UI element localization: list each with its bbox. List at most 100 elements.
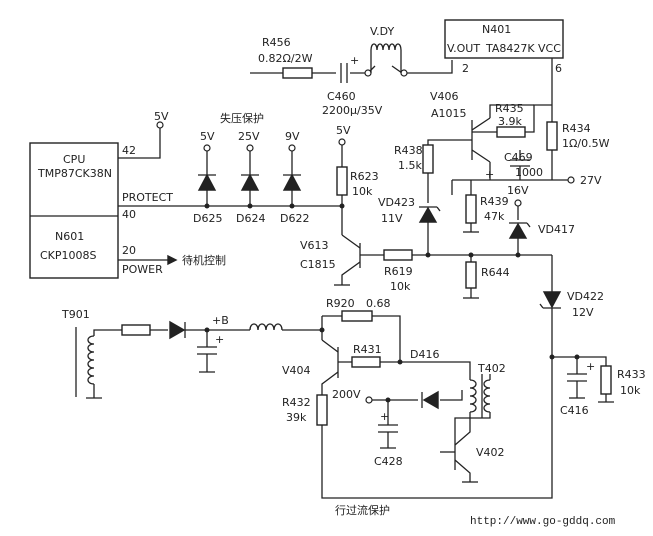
r456-c460-vdy-branch: + xyxy=(250,43,453,83)
t901-supply: + xyxy=(75,320,322,399)
d624-diode xyxy=(240,173,260,191)
r439-value: 47k xyxy=(484,210,505,223)
cpu-pin-wiring xyxy=(118,121,342,266)
r434-resistor xyxy=(546,121,558,151)
r623-label: R623 xyxy=(350,170,379,183)
v402-label: V402 xyxy=(476,446,505,459)
r435-value: 3.9k xyxy=(498,115,522,128)
r920-label: R920 xyxy=(326,297,355,310)
r439-label: R439 xyxy=(480,195,509,208)
source-url: http://www.go-gddq.com xyxy=(470,516,616,528)
d624-label: D624 xyxy=(236,212,265,225)
cpu-part: TMP87CK38N xyxy=(37,167,112,180)
c460-label: C460 xyxy=(327,90,356,103)
rail-16v: 16V xyxy=(507,184,529,197)
r434-value: 1Ω/0.5W xyxy=(562,137,610,150)
r432-resistor xyxy=(316,394,328,426)
c460-value: 2200μ/35V xyxy=(322,104,383,117)
vd423-value: 11V xyxy=(381,212,403,225)
r431-label: R431 xyxy=(353,343,382,356)
cpu-pin20: 20 xyxy=(122,244,136,257)
v613-label: V613 xyxy=(300,239,329,252)
r439-resistor xyxy=(465,194,477,224)
r434-label: R434 xyxy=(562,122,591,135)
standby-control-label: 待机控制 xyxy=(182,253,226,267)
r431-resistor xyxy=(351,356,381,368)
v406-label: V406 xyxy=(430,90,459,103)
v404-label: V404 xyxy=(282,364,311,377)
rail-200v: 200V xyxy=(332,388,361,401)
r920-resistor xyxy=(341,310,373,322)
svg-text:+: + xyxy=(380,410,389,423)
r435-label: R435 xyxy=(495,102,524,115)
cpu-label: CPU xyxy=(63,153,85,166)
c428-label: C428 xyxy=(374,455,403,468)
svg-text:+: + xyxy=(215,333,224,346)
vd422-value: 12V xyxy=(572,306,594,319)
n401-label: N401 xyxy=(482,23,511,36)
rail-25v: 25V xyxy=(238,130,260,143)
cpu-block xyxy=(29,142,119,279)
protection-diodes xyxy=(197,144,302,209)
n401-pin2: 2 xyxy=(462,62,469,75)
r438-value: 1.5k xyxy=(398,159,422,172)
r619-value: 10k xyxy=(390,280,411,293)
rail-9v: 9V xyxy=(285,130,300,143)
r456-value: 0.82Ω/2W xyxy=(258,52,313,65)
svg-text:+: + xyxy=(350,54,359,67)
v613-network xyxy=(334,138,553,299)
rail-5v-cpu: 5V xyxy=(154,110,169,123)
vd422-network: + xyxy=(321,291,614,499)
r644-resistor xyxy=(465,261,477,289)
cpu-n601: N601 xyxy=(55,230,84,243)
r623-resistor xyxy=(336,166,348,196)
rail-5v-d625: 5V xyxy=(200,130,215,143)
d416-diode xyxy=(422,390,439,410)
c469-value: 1000 xyxy=(515,166,543,179)
vd417-label: VD417 xyxy=(538,223,575,236)
r438-resistor xyxy=(422,144,434,174)
cpu-power-label: POWER xyxy=(122,263,163,276)
cpu-protect-label: PROTECT xyxy=(122,191,173,204)
svg-text:+: + xyxy=(586,360,595,373)
n401-vcc-pin: VCC xyxy=(538,42,561,55)
zener-network xyxy=(418,190,531,255)
v406-part: A1015 xyxy=(431,107,467,120)
v404-overcurrent xyxy=(316,310,471,426)
v613-part: C1815 xyxy=(300,258,336,271)
vd423-label: VD423 xyxy=(378,196,415,209)
r433-resistor xyxy=(600,365,612,395)
r619-label: R619 xyxy=(384,265,413,278)
d625-label: D625 xyxy=(193,212,222,225)
r438-label: R438 xyxy=(394,144,423,157)
vd422-zener xyxy=(542,291,562,309)
r432-value: 39k xyxy=(286,411,307,424)
undervoltage-protection-label: 失压保护 xyxy=(220,111,264,125)
d622-diode xyxy=(282,173,302,191)
line-overcurrent-protection-label: 行过流保护 xyxy=(335,503,390,517)
r644-label: R644 xyxy=(481,266,510,279)
n401-ic xyxy=(444,19,564,105)
n401-vout-pin: V.OUT xyxy=(447,42,480,55)
rail-plus-b: +B xyxy=(212,314,229,327)
d625-diode xyxy=(197,173,217,191)
t402-flyback: + xyxy=(365,374,491,483)
d622-label: D622 xyxy=(280,212,309,225)
r619-resistor xyxy=(383,249,413,261)
svg-text:+: + xyxy=(485,168,494,181)
t402-label: T402 xyxy=(477,362,506,375)
c469-label: C469 xyxy=(504,151,533,164)
c416-label: C416 xyxy=(560,404,589,417)
n401-part: TA8427K xyxy=(485,42,535,55)
r456-resistor xyxy=(282,67,313,79)
r433-label: R433 xyxy=(617,368,646,381)
v406-network: + xyxy=(422,104,575,233)
rail-27v: 27V xyxy=(580,174,602,187)
r435-resistor xyxy=(496,126,526,138)
r623-value: 10k xyxy=(352,185,373,198)
vdy-label: V.DY xyxy=(370,25,394,38)
r920-value: 0.68 xyxy=(366,297,391,310)
n401-pin6: 6 xyxy=(555,62,562,75)
cpu-n601-part: CKP1008S xyxy=(40,249,97,262)
